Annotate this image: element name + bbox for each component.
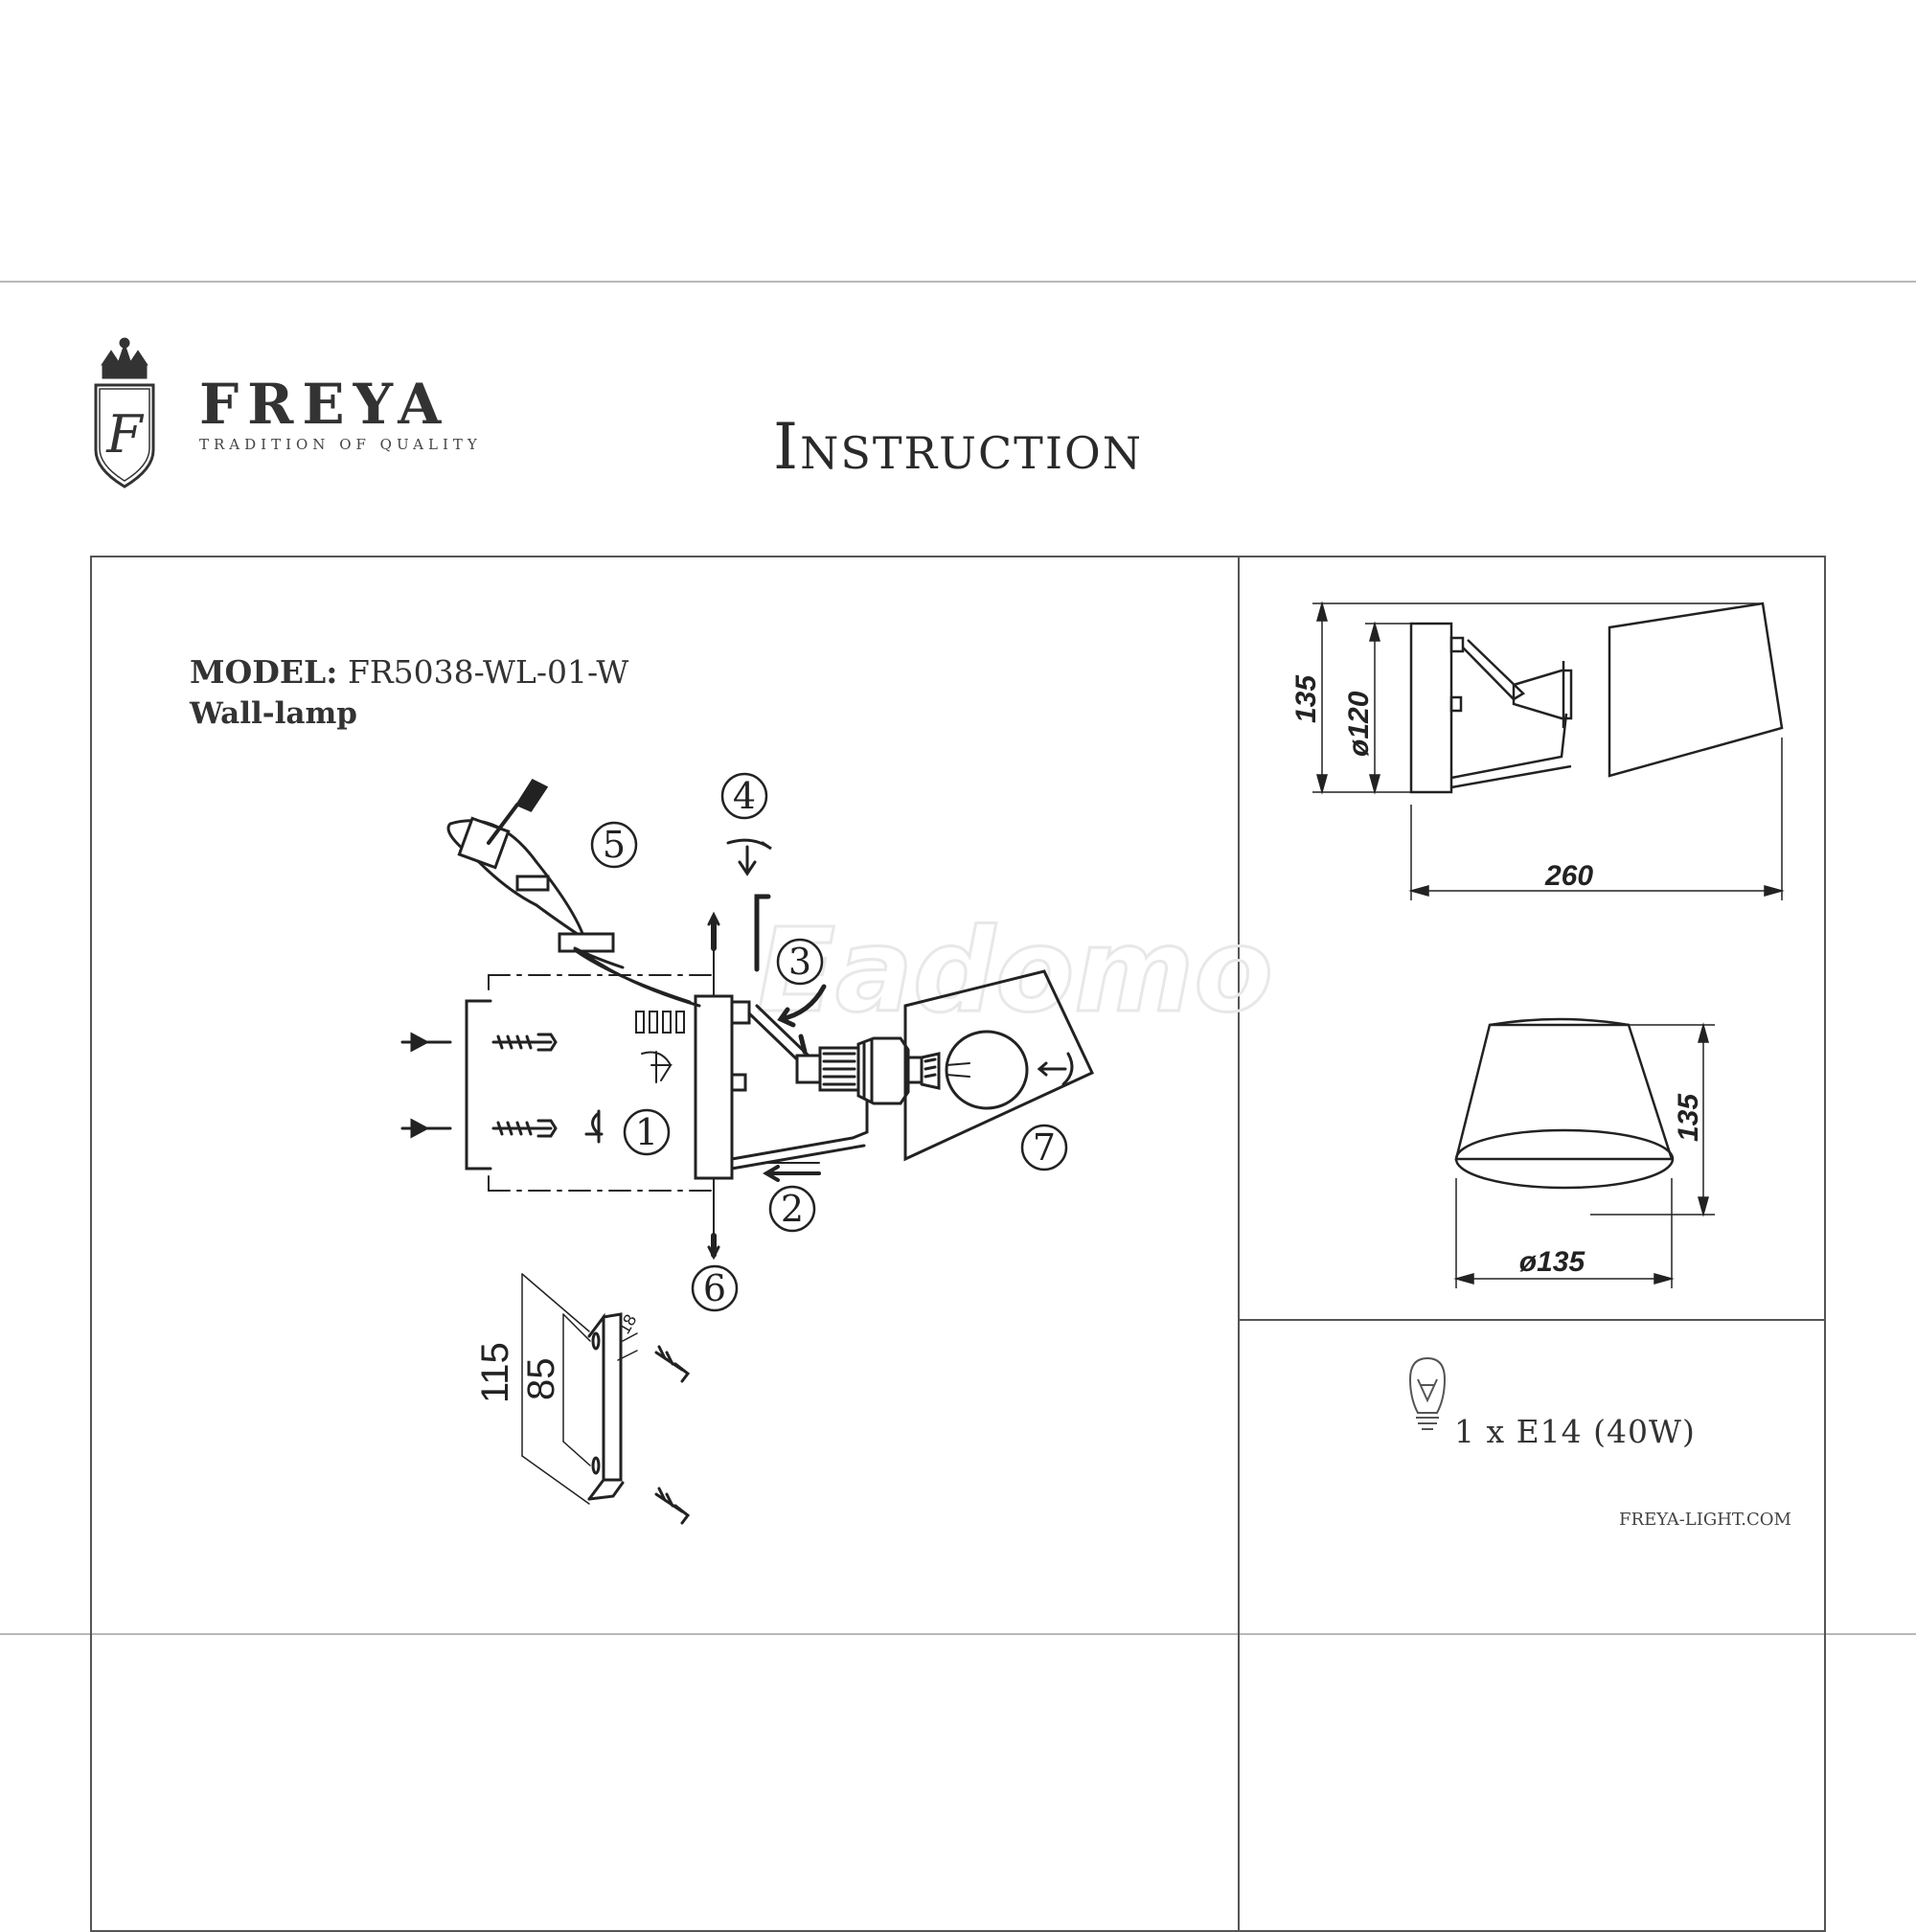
- junction-box: [446, 816, 701, 1008]
- push-arrow-icon: [763, 1165, 821, 1182]
- front-view-dimension-lines: [1453, 1022, 1715, 1288]
- product-type: Wall-lamp: [190, 696, 357, 731]
- mounting-bracket-side: [465, 999, 492, 1171]
- wall-plate: [694, 994, 734, 1180]
- screw-icon: [654, 1345, 691, 1525]
- screwdriver-icon: [487, 779, 549, 845]
- arm-joint: [730, 1000, 751, 1025]
- step-6-marker: [691, 1264, 739, 1312]
- wall-outline: [488, 974, 715, 1192]
- small-parts-icon: [635, 1011, 685, 1083]
- step-7-marker: [1020, 1124, 1068, 1171]
- logo-letter: F: [105, 404, 145, 465]
- side-view-shade: [1608, 602, 1784, 778]
- rotate-arrow-icon: [584, 1109, 604, 1144]
- step-2-label: 2: [781, 1188, 804, 1230]
- screw-icon: [491, 1033, 558, 1138]
- side-view-base: [1409, 622, 1453, 794]
- side-height-label: 135: [1290, 674, 1322, 723]
- side-length-label: 260: [1544, 860, 1593, 892]
- bulb-filament: [946, 1062, 970, 1078]
- side-view-lower-arm: [1450, 713, 1572, 789]
- front-height-label: 135: [1673, 1093, 1704, 1142]
- side-view-socket: [1512, 669, 1573, 720]
- screw-down-arrow-icon: [707, 1177, 720, 1261]
- watermark: Eadomo: [757, 905, 1273, 1038]
- brand-name: FREYA: [199, 372, 450, 437]
- step-5-label: 5: [603, 824, 626, 866]
- front-view-drawing: [1454, 1017, 1675, 1190]
- front-view-shade-rim: [1454, 1128, 1675, 1190]
- screw-up-arrow-icon: [707, 911, 720, 997]
- hex-key-icon: [754, 894, 771, 972]
- front-diameter-label: ø135: [1519, 1246, 1586, 1278]
- brand-tagline: TRADITION OF QUALITY: [199, 436, 482, 453]
- bulb-spec: 1 x E14 (40W): [1454, 1413, 1696, 1450]
- side-view-drawing: [1409, 602, 1784, 794]
- bracket-spacing-label: 85: [520, 1358, 562, 1401]
- frame-divider-horizontal: [1238, 1319, 1826, 1321]
- curved-arrow-icon: [777, 984, 827, 1028]
- step-2-marker: [768, 1185, 816, 1233]
- step-5-marker: [590, 821, 638, 869]
- socket-assembly: [795, 1036, 941, 1105]
- side-base-diameter-label: ø120: [1343, 691, 1375, 757]
- light-bulb: [945, 1030, 1029, 1110]
- side-view-arm: [1462, 639, 1526, 701]
- step-3-label: 3: [788, 941, 811, 983]
- step-1-marker: [623, 1108, 671, 1156]
- step-6-label: 6: [703, 1267, 726, 1309]
- step-4-marker: [720, 772, 768, 820]
- model-label: MODEL:: [190, 653, 338, 691]
- step-3-marker: [776, 938, 824, 986]
- rotate-arrow-icon: [1037, 1052, 1074, 1086]
- website: FREYA-LIGHT.COM: [1619, 1510, 1791, 1530]
- lamp-arm-lower: [730, 1095, 869, 1161]
- lamp-shade: [903, 969, 1095, 1162]
- side-view-joint: [1449, 636, 1465, 653]
- step-markers: [590, 772, 1068, 1312]
- instruction-sheet: [0, 281, 1916, 1635]
- step-7-label: 7: [1033, 1126, 1056, 1169]
- bracket-dimension-lines: [521, 1273, 638, 1505]
- bracket-height-label: 115: [474, 1342, 516, 1403]
- side-view-dimension-lines: [1312, 601, 1785, 900]
- step-1-label: 1: [635, 1111, 658, 1153]
- front-view-shade-top: [1489, 1017, 1630, 1027]
- wall-anchor-icon: [400, 1032, 452, 1139]
- side-view-switch: [1449, 695, 1463, 713]
- mounting-bracket: [587, 1312, 625, 1501]
- frame-divider-vertical: [1238, 556, 1240, 1932]
- bulb-icon: [1408, 1356, 1447, 1430]
- model-number: FR5038-WL-01-W: [347, 653, 629, 691]
- freya-logo: [94, 337, 155, 489]
- pin-icon: [798, 1034, 808, 1055]
- rotate-arrow-icon: [726, 838, 772, 876]
- page-title: Instruction: [773, 410, 1143, 484]
- step-4-label: 4: [733, 775, 756, 817]
- model-line: MODEL: FR5038-WL-01-W: [190, 653, 628, 691]
- lamp-arm-lower-edge: [730, 1144, 866, 1171]
- switch: [730, 1073, 747, 1092]
